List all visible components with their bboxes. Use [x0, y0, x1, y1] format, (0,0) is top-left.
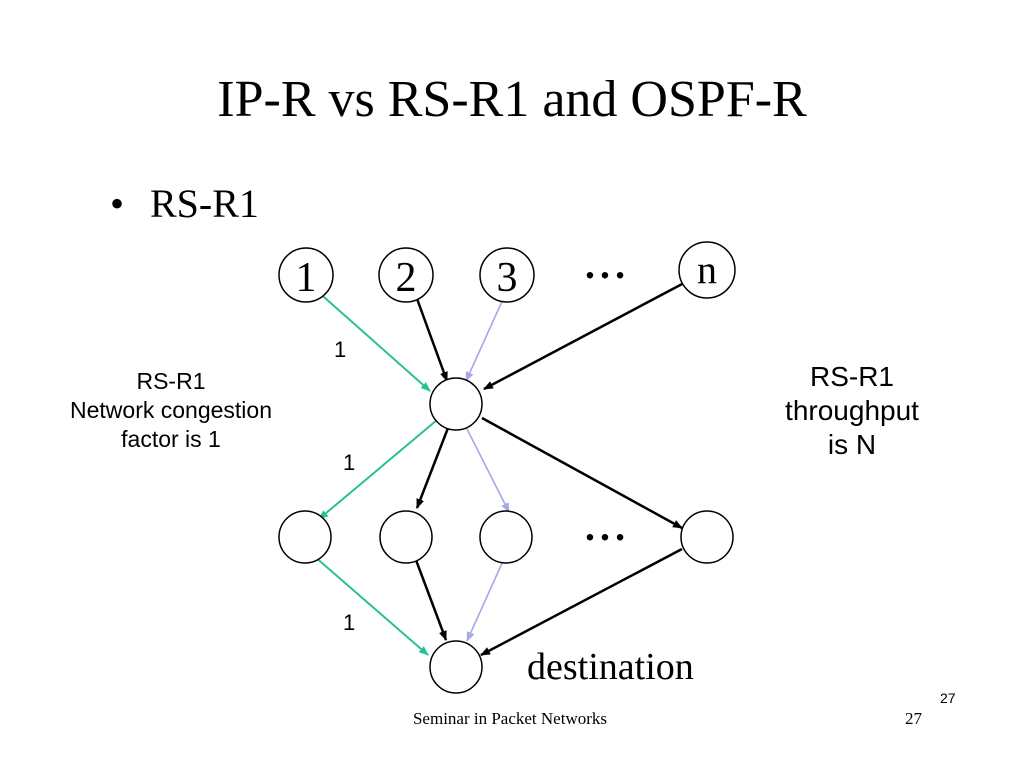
edge-label: 1	[334, 337, 346, 362]
throughput-note: RS-R1 throughput is N	[752, 360, 952, 462]
throughput-note-line: RS-R1	[809, 361, 894, 392]
footer-text: Seminar in Packet Networks	[412, 709, 608, 728]
edge-mid1-destination	[313, 555, 429, 656]
destination-label: destination	[527, 646, 694, 688]
middle-ellipsis: • • •	[586, 524, 625, 551]
edge-source2-hub	[414, 295, 449, 382]
page-number: 27	[905, 709, 922, 728]
throughput-note-line: throughput	[785, 395, 919, 426]
source-node-circle	[278, 247, 334, 303]
source-node-label: 3	[497, 255, 518, 301]
middle-node-1	[278, 510, 332, 564]
edge-label: 1	[343, 450, 355, 475]
edge-source1-hub	[315, 289, 431, 392]
congestion-note-line: RS-R1	[136, 368, 206, 394]
destination-node	[429, 640, 483, 694]
edge-hub-mid1	[318, 419, 438, 520]
bullet-item: • RS-R1	[110, 180, 259, 228]
slide-title: IP-R vs RS-R1 and OSPF-R	[217, 71, 807, 128]
middle-node-n	[680, 510, 734, 564]
source-node-circle	[678, 241, 736, 299]
edge-sourcen-hub	[483, 281, 685, 391]
edge-source3-hub	[465, 296, 505, 382]
bullet-dot-icon: •	[110, 181, 125, 226]
middle-node-3	[479, 510, 533, 564]
source-node-circle	[479, 247, 535, 303]
edge-label: 1	[343, 610, 355, 635]
congestion-note-line: Network congestion	[70, 396, 272, 423]
edge-hub-mid2	[415, 427, 450, 509]
hub-node	[429, 377, 483, 431]
bullet-text: RS-R1	[150, 181, 259, 226]
source-node-3: 3	[479, 247, 535, 303]
source-node-label: n	[697, 247, 717, 292]
source-node-circle	[378, 247, 434, 303]
edge-mid2-destination	[414, 559, 448, 641]
edge-midn-destination	[480, 547, 683, 657]
edge-hub-midn	[481, 416, 683, 530]
congestion-note-line: factor is 1	[121, 425, 221, 452]
corner-slide-number: 27	[940, 690, 956, 706]
source-node-1: 1	[278, 247, 334, 303]
source-node-n: n	[678, 241, 736, 299]
congestion-note: RS-R1 Network congestion factor is 1	[40, 367, 302, 453]
source-node-label: 2	[396, 255, 417, 301]
edge-mid3-destination	[466, 560, 504, 642]
throughput-note-line: is N	[827, 429, 877, 460]
source-ellipsis: • • •	[586, 262, 625, 289]
edge-hub-mid3	[465, 426, 510, 513]
source-node-2: 2	[378, 247, 434, 303]
middle-node-2	[379, 510, 433, 564]
source-node-label: 1	[296, 255, 317, 301]
